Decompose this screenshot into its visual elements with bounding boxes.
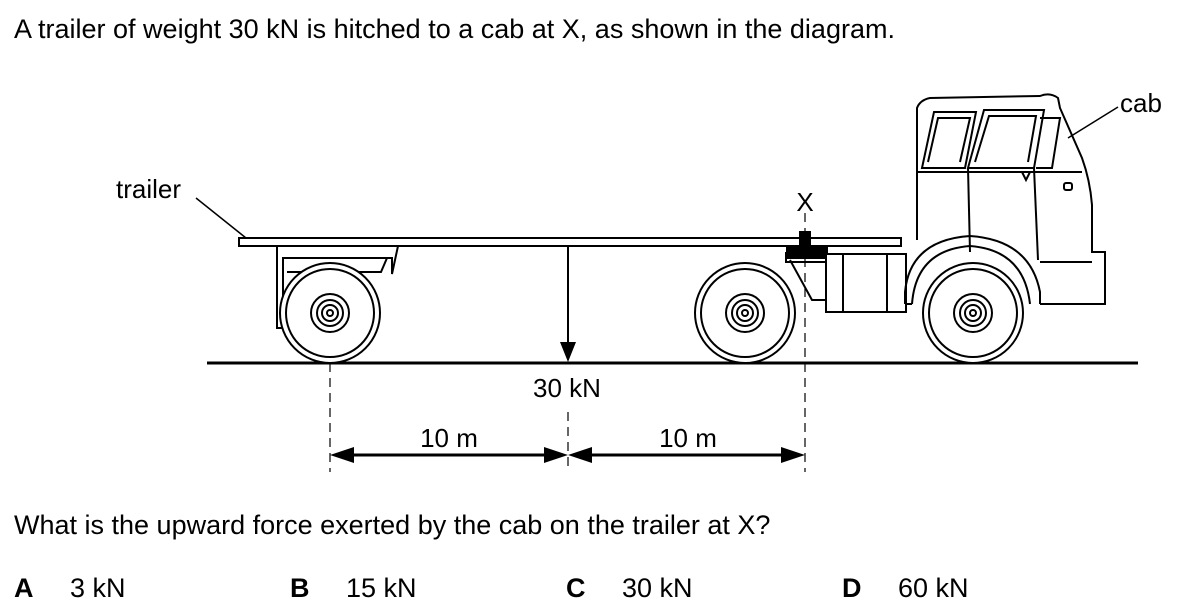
option-a-letter: A bbox=[14, 573, 34, 603]
option-a[interactable]: A 3 kN bbox=[14, 573, 126, 604]
drive-wheel bbox=[694, 262, 796, 364]
trailer-leader-line bbox=[195, 197, 247, 239]
dimension-right-label: 10 m bbox=[659, 423, 717, 453]
cab-body bbox=[916, 93, 1106, 305]
trailer-underframe bbox=[276, 245, 399, 329]
option-b[interactable]: B 15 kN bbox=[290, 573, 417, 604]
dimension-left-label: 10 m bbox=[420, 423, 478, 453]
option-d[interactable]: D 60 kN bbox=[842, 573, 969, 604]
cab-leader-line bbox=[1067, 106, 1119, 139]
cab-front-wheel bbox=[922, 262, 1024, 364]
trailer-deck bbox=[238, 237, 902, 247]
option-c[interactable]: C 30 kN bbox=[566, 573, 693, 604]
cab-label: cab bbox=[1120, 88, 1162, 118]
weight-force-label: 30 kN bbox=[533, 373, 601, 403]
question-stem: A trailer of weight 30 kN is hitched to … bbox=[14, 14, 895, 44]
option-c-letter: C bbox=[566, 573, 586, 603]
option-b-letter: B bbox=[290, 573, 310, 603]
trailer-label: trailer bbox=[116, 174, 181, 204]
question-prompt: What is the upward force exerted by the … bbox=[14, 510, 771, 540]
option-d-letter: D bbox=[842, 573, 862, 603]
fuel-tank bbox=[825, 253, 907, 313]
trailer-wheel bbox=[279, 262, 381, 364]
option-b-text: 15 kN bbox=[346, 573, 417, 603]
hitch-coupling bbox=[786, 245, 828, 259]
option-a-text: 3 kN bbox=[70, 573, 126, 603]
answer-options: A 3 kN B 15 kN C 30 kN D 60 kN bbox=[0, 573, 1181, 613]
hitch-label-x: X bbox=[796, 187, 813, 217]
option-d-text: 60 kN bbox=[898, 573, 969, 603]
cab-mudguard bbox=[904, 234, 1041, 304]
option-c-text: 30 kN bbox=[622, 573, 693, 603]
